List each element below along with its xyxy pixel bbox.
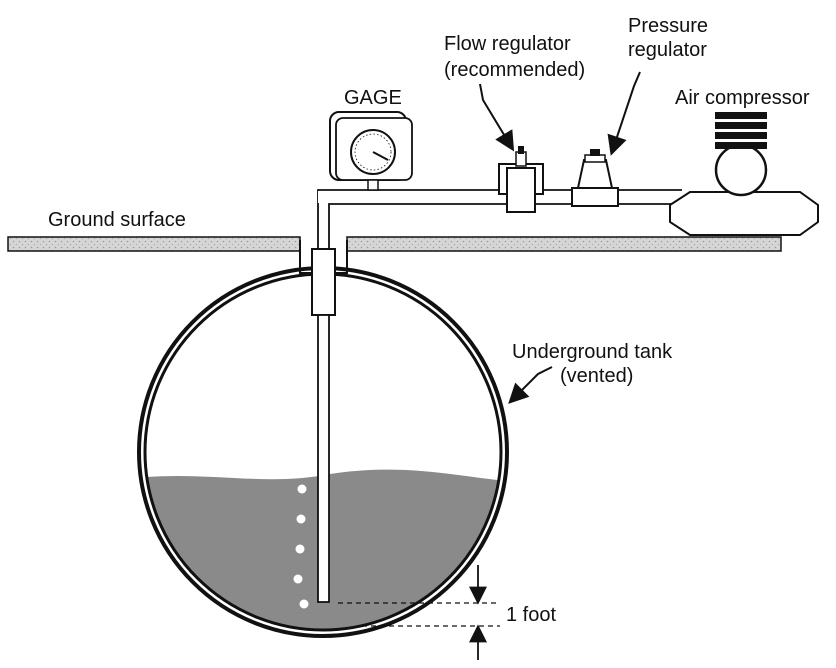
- gage-label: GAGE: [344, 87, 402, 109]
- flow-regulator-label-line1: Flow regulator: [444, 33, 571, 55]
- ground-surface: [7, 236, 782, 252]
- flow-regulator-label-line2: (recommended): [444, 59, 585, 81]
- one-foot-label: 1 foot: [506, 604, 556, 626]
- pointer-arrows: [479, 71, 641, 404]
- air-compressor: [669, 112, 819, 236]
- pressure-regulator-label-line2: regulator: [628, 39, 707, 61]
- tank-fitting: [299, 240, 348, 316]
- underground-tank-label-line2: (vented): [560, 365, 633, 387]
- pressure-regulator: [571, 149, 619, 207]
- flow-regulator: [498, 146, 544, 213]
- pressure-gage: [329, 111, 413, 191]
- flow-regulator-arrow: [479, 83, 515, 152]
- dip-tube: [317, 314, 330, 603]
- tank-arrow: [508, 366, 553, 404]
- ground-surface-label: Ground surface: [48, 209, 186, 231]
- pressure-regulator-label-line1: Pressure: [628, 15, 708, 37]
- air-compressor-label: Air compressor: [675, 87, 810, 109]
- pressure-regulator-arrow: [607, 71, 641, 156]
- one-foot-dimension: [338, 565, 500, 660]
- air-bubbles: [293, 484, 309, 609]
- underground-tank-label-line1: Underground tank: [512, 341, 673, 363]
- air-supply-pipe: [317, 189, 682, 249]
